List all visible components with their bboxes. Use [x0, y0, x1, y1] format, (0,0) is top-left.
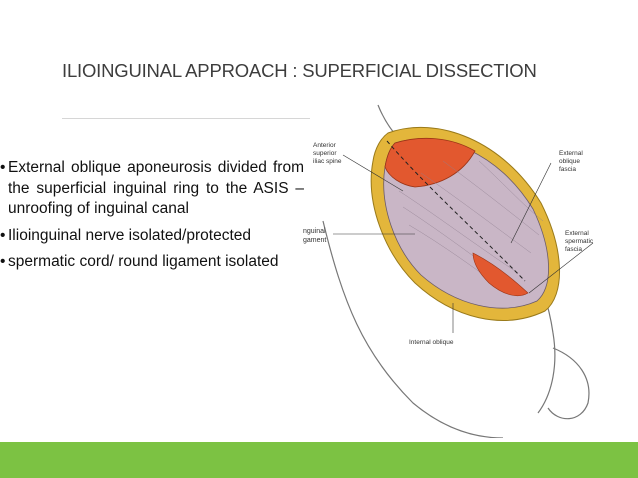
leader-ext-oblique [510, 162, 552, 244]
leader-asis [342, 154, 404, 192]
label-ext-spermatic-2: spermatic [565, 238, 594, 245]
muscle-area [384, 137, 476, 188]
bullet-marker: • [0, 253, 6, 270]
footer-accent-bar [0, 442, 638, 478]
label-ext-oblique-2: oblique [559, 158, 580, 165]
bullet-list: •External oblique aponeurosis divided fr… [0, 158, 304, 279]
bullet-marker: • [0, 159, 6, 176]
slide-title: ILIOINGUINAL APPROACH : SUPERFICIAL DISS… [62, 60, 537, 81]
bullet-text: External oblique aponeurosis divided fro… [8, 159, 304, 217]
bullet-text: spermatic cord/ round ligament isolated [8, 253, 279, 270]
spermatic-cord [472, 252, 529, 296]
bullet-item: •External oblique aponeurosis divided fr… [0, 158, 304, 220]
label-ext-spermatic-3: fascia [565, 246, 582, 253]
leader-ext-spermatic [528, 242, 594, 294]
label-inguinal: nguinal [303, 228, 326, 235]
label-inguinal-2: gament [303, 237, 326, 244]
label-ext-oblique: External [559, 150, 583, 157]
scrotum-outline [547, 347, 590, 420]
anatomical-illustration: Anterior superior iliac spine nguinal ga… [303, 104, 594, 438]
label-asis-2: superior [313, 150, 337, 157]
title-divider [62, 118, 310, 119]
label-ext-oblique-3: fascia [559, 166, 576, 173]
label-internal-oblique: Internal oblique [409, 339, 454, 346]
label-asis-3: iliac spine [313, 158, 342, 165]
bullet-item: •Ilioinguinal nerve isolated/protected [0, 226, 304, 247]
bullet-marker: • [0, 226, 6, 244]
bullet-text: Ilioinguinal nerve isolated/protected [8, 226, 251, 244]
label-asis: Anterior [313, 142, 337, 149]
bullet-item: •spermatic cord/ round ligament isolated [0, 252, 304, 273]
label-ext-spermatic: External [565, 230, 589, 237]
incision-line [386, 140, 526, 282]
thigh-outline [322, 220, 504, 438]
